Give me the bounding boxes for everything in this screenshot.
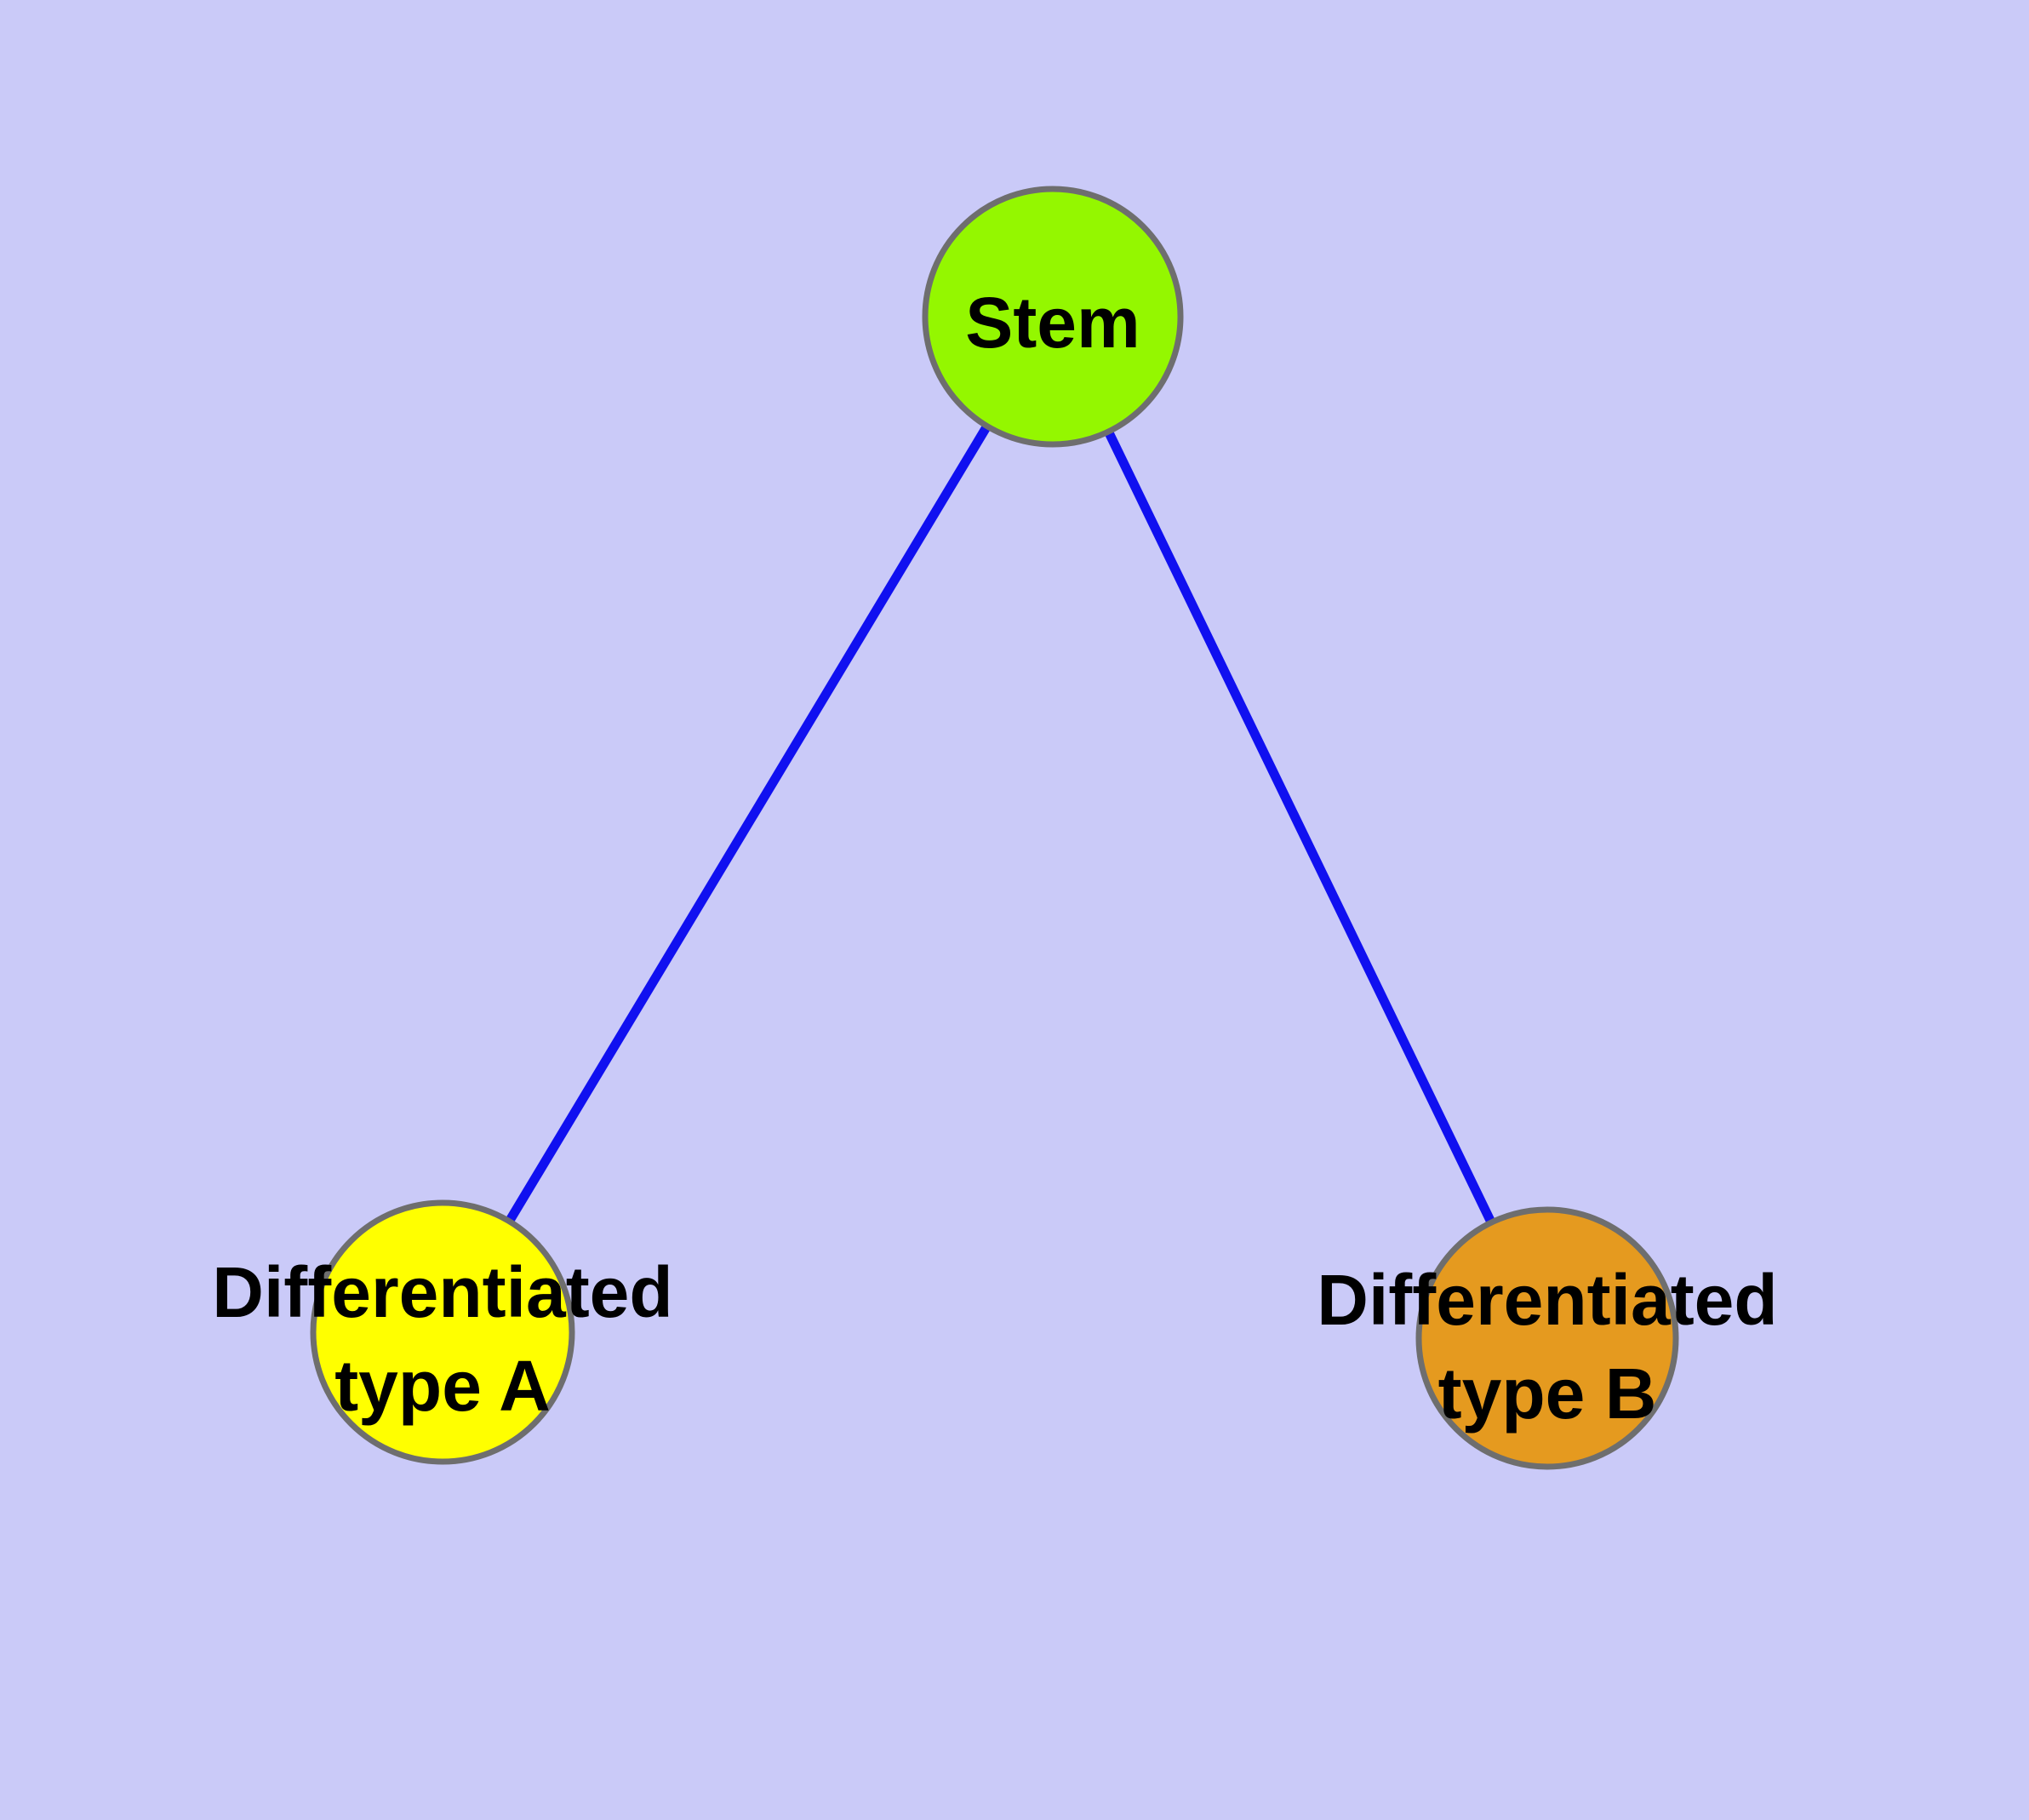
node-type-b-label-line2: type B <box>1438 1354 1657 1434</box>
node-type-a-label-line1: Differentiated <box>212 1252 672 1332</box>
node-type-a-label-line2: type A <box>334 1346 551 1426</box>
node-type-b-circle <box>1415 1206 1679 1470</box>
edge-stem-to-type-b <box>1049 314 1552 1341</box>
edge-stem-to-type-a <box>438 314 1057 1335</box>
node-type-b-label-line1: Differentiated <box>1317 1260 1777 1340</box>
node-stem-circle <box>922 186 1184 448</box>
node-stem-label: Stem <box>965 283 1140 363</box>
node-type-a-circle <box>310 1199 575 1465</box>
